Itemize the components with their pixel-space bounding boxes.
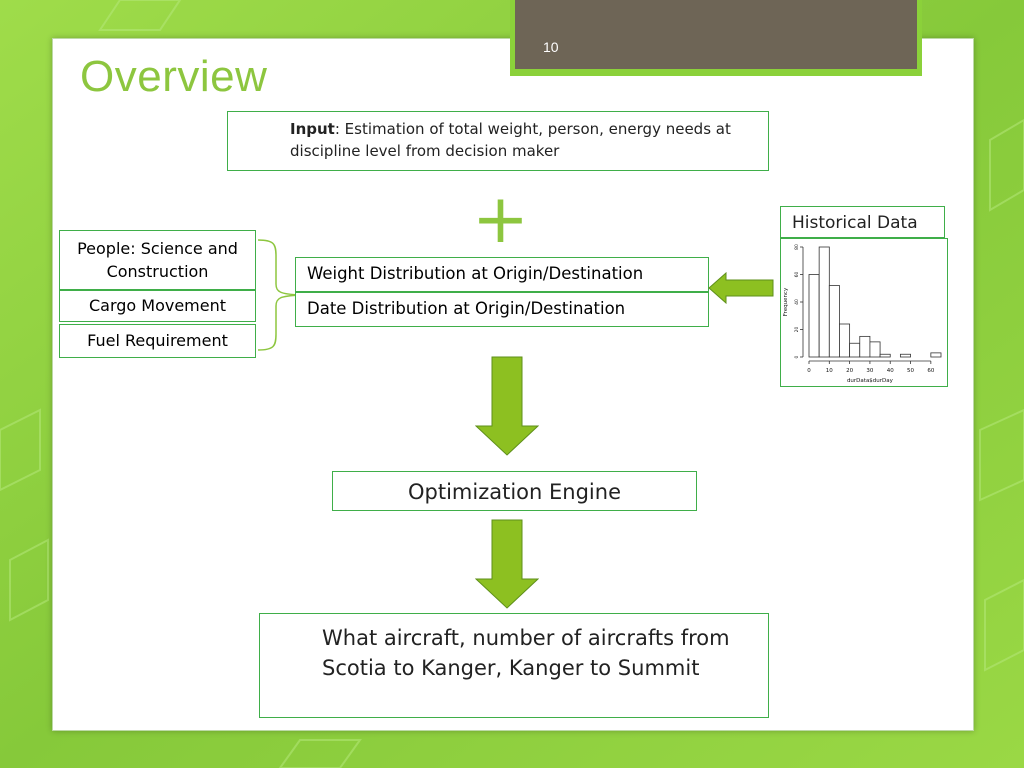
x-tick-label-2: 20 <box>846 368 853 374</box>
left-arrow-icon <box>708 272 774 304</box>
x-tick-label-5: 50 <box>907 368 914 374</box>
histogram-bar-4 <box>849 342 861 358</box>
weight-distribution-box: Weight Distribution at Origin/Destinatio… <box>295 257 709 292</box>
y-tick-label-4: 80 <box>794 244 800 250</box>
date-distribution-box: Date Distribution at Origin/Destination <box>295 292 709 327</box>
y-axis-label: Frequency <box>783 287 789 316</box>
down-arrow-icon-1 <box>475 356 539 456</box>
histogram-bar-9 <box>899 353 911 358</box>
output-box: What aircraft, number of aircrafts from … <box>259 613 769 718</box>
histogram-bar-3 <box>839 323 851 358</box>
plus-icon: + <box>472 180 529 259</box>
output-text: What aircraft, number of aircrafts from … <box>322 626 730 680</box>
input-text: Input: Estimation of total weight, perso… <box>290 118 760 162</box>
historical-histogram: 0 10 20 30 40 50 60 0 20 40 60 80 durData$durDay Freq… <box>780 238 948 387</box>
x-tick-label-6: 60 <box>927 368 934 374</box>
slide-number: 10 <box>543 39 559 55</box>
y-tick-label-3: 60 <box>794 272 800 278</box>
input-box: Input: Estimation of total weight, perso… <box>227 111 769 171</box>
histogram-bar-7 <box>879 353 891 358</box>
x-tick-label-4: 40 <box>887 368 894 374</box>
histogram-bar-6 <box>869 341 881 358</box>
x-axis-label: durData$durDay <box>847 378 894 384</box>
histogram-bar-1 <box>818 246 830 358</box>
x-tick-label-3: 30 <box>866 368 873 374</box>
fuel-requirement-box: Fuel Requirement <box>59 324 256 358</box>
y-tick-label-2: 40 <box>794 299 800 305</box>
optimization-engine-box: Optimization Engine <box>332 471 697 511</box>
people-box: People: Science and Construction <box>59 230 256 290</box>
page-title: Overview <box>80 52 268 101</box>
y-tick-label-0: 0 <box>794 355 800 358</box>
x-tick-label-0: 0 <box>807 368 811 374</box>
cargo-movement-box: Cargo Movement <box>59 290 256 322</box>
histogram-svg: 0 10 20 30 40 50 60 0 20 40 60 80 durData$durDay Freq… <box>783 244 942 384</box>
slide-number-tab: 10 <box>510 0 922 76</box>
input-description: : Estimation of total weight, person, en… <box>290 120 731 160</box>
slide-number-tab-inner: 10 <box>515 0 917 69</box>
historical-data-label: Historical Data <box>780 206 945 238</box>
histogram-bar-12 <box>930 352 942 358</box>
histogram-bar-2 <box>828 285 840 358</box>
histogram-bar-0 <box>808 274 820 358</box>
histogram-bar-5 <box>859 335 871 358</box>
y-tick-label-1: 20 <box>794 327 800 333</box>
input-bold-label: Input <box>290 120 335 138</box>
x-tick-label-1: 10 <box>826 368 833 374</box>
down-arrow-icon-2 <box>475 519 539 609</box>
